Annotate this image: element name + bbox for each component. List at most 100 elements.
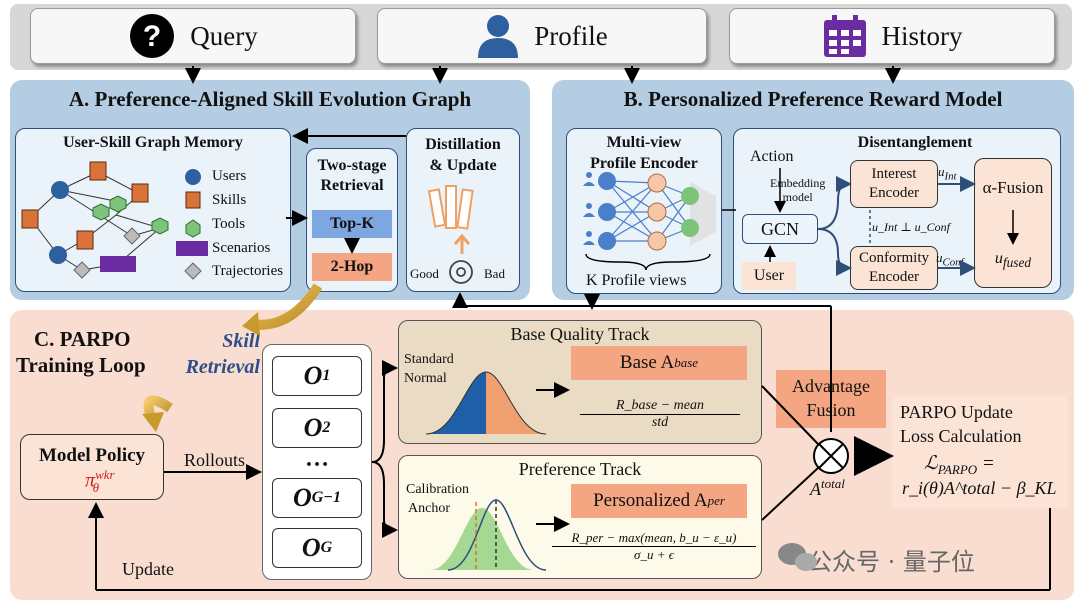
output-o2-symbol: O [303,413,323,442]
topk-box: Top-K [312,210,392,238]
pi-symbol: π [85,469,96,492]
svg-text:?: ? [143,20,161,53]
u-int-label: uInt [938,164,957,183]
personalized-formula-denominator: σ_u + ϵ [634,547,674,562]
calendar-icon [823,15,866,57]
advantage-fusion-line2: Fusion [806,400,856,420]
parpo-title: C. PARPO Training Loop [16,326,146,378]
output-o2-sub: 2 [322,419,331,436]
calibration-line1: Calibration [406,482,469,497]
query-button[interactable]: ? Query [30,8,356,64]
orthogonal-label: u_Int ⊥ u_Conf [872,220,950,234]
standard-normal-line2: Normal [404,371,447,386]
good-label: Good [410,266,439,281]
u-fused-sub: fused [1002,255,1032,271]
base-formula-numerator: R_base − mean [580,398,740,415]
loss-line1: ℒPARPO = [924,452,995,478]
legend-scenarios: Scenarios [212,240,271,256]
base-track-title: Base Quality Track [510,324,650,344]
a-total-label: Atotal [810,476,845,500]
loss-symbol: ℒ [924,453,938,474]
graph-memory-title: User-Skill Graph Memory [63,134,243,151]
parpo-title-line2: Training Loop [16,353,146,377]
bad-label: Bad [484,266,505,281]
parpo-update-box [892,396,1068,508]
embedding-line1: Embedding [770,176,826,190]
question-icon: ? [130,14,175,58]
history-button[interactable]: History [729,8,1055,64]
policy-symbol: πwkrθ [21,467,163,496]
action-label: Action [750,148,794,165]
personalized-advantage-label: Personalized A [593,490,708,511]
personalized-formula-numerator: R_per − max(mean, b_u − ε_u) [552,530,756,547]
watermark: 公众号 · 量子位 [808,548,975,576]
loss-line2: r_i(θ)A^total − β_KL [902,478,1057,498]
u-fused-symbol: u [994,250,1003,267]
output-ellipsis: … [305,446,329,472]
legend-trajectories: Trajectories [212,263,284,279]
pi-sub: θ [92,479,99,495]
u-int-symbol: u [938,164,945,179]
interest-encoder-line1: Interest [871,166,917,182]
a-total-symbol: A [810,479,821,499]
profile-encoder-title: Multi-view Profile Encoder [566,132,722,174]
model-policy-box[interactable]: Model Policy πwkrθ [20,434,164,500]
conformity-encoder-line2: Encoder [869,269,919,285]
u-conf-label: uConf [936,250,964,269]
standard-normal-label: Standard Normal [404,350,454,388]
query-label: Query [190,20,258,51]
base-formula-denominator: std [651,415,669,430]
loss-eq: = [977,453,995,474]
calibration-anchor-label: Calibration Anchor [406,480,469,518]
interest-encoder-line2: Encoder [869,185,919,201]
profile-encoder-title-line1: Multi-view [606,134,682,151]
retrieval-title-line1: Two-stage [317,157,387,174]
profile-label: Profile [534,20,608,51]
calibration-line2: Anchor [408,501,450,516]
output-o1-sub: 1 [322,367,331,384]
distillation-title-line1: Distillation [425,136,501,153]
personalized-advantage-sup: per [707,493,725,508]
embedding-line2: model [782,190,813,204]
interest-encoder: Interest Encoder [850,160,938,208]
loss-sub: PARPO [937,461,978,477]
panel-a-title: A. Preference-Aligned Skill Evolution Gr… [68,87,472,111]
base-formula: R_base − mean std [580,398,740,431]
parpo-update-line2: Loss Calculation [900,426,1022,446]
u-conf-symbol: u [936,250,943,265]
model-policy-label: Model Policy [38,445,146,466]
output-og1-symbol: O [292,483,312,512]
output-og1-sub: G−1 [311,489,342,506]
skill-retrieval-line2: Retrieval [185,356,260,378]
u-int-sub: Int [944,170,957,183]
twohop-box: 2-Hop [312,253,392,281]
k-profile-views: K Profile views [586,272,687,289]
update-label: Update [122,559,174,579]
parpo-title-line1: C. PARPO [34,327,131,351]
a-total-sup: total [821,476,845,491]
advantage-fusion-box: Advantage Fusion [776,370,886,428]
output-og-sub: G [320,539,333,556]
pi-sup: wkr [95,467,115,482]
retrieval-title-line2: Retrieval [320,177,384,194]
parpo-update-line1: PARPO Update [900,402,1013,422]
preference-track-title: Preference Track [518,459,642,479]
advantage-fusion-line1: Advantage [792,376,870,396]
alpha-fusion-label: α-Fusion [982,178,1044,197]
profile-encoder-title-line2: Profile Encoder [590,155,698,172]
conformity-encoder: Conformity Encoder [850,246,938,290]
u-fused-label: ufused [974,250,1052,271]
profile-button[interactable]: Profile [377,8,707,64]
distillation-title-line2: & Update [429,157,497,174]
conformity-encoder-line1: Conformity [859,250,929,266]
base-advantage-label: Base A [619,352,675,373]
u-conf-sub: Conf [942,256,964,269]
embedding-label: Embedding model [770,176,825,204]
panel-b-title: B. Personalized Preference Reward Model [623,87,1003,111]
